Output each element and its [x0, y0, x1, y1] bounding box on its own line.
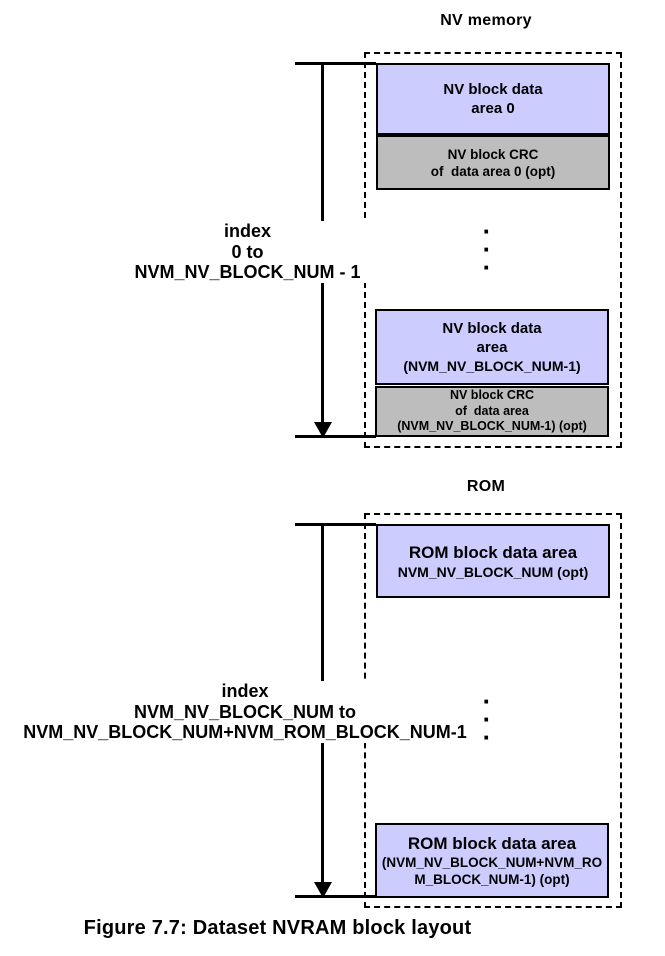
nv-block-crc-0-label: NV block CRC of data area 0 (opt): [430, 146, 556, 179]
nv-block-crc-last-label: NV block CRC of data area (NVM_NV_BLOCK_…: [397, 388, 587, 434]
nv-memory-title: NV memory: [440, 12, 532, 29]
rom-block-data-area-first: ROM block data area NVM_NV_BLOCK_NUM (op…: [376, 524, 610, 598]
rom-block-data-area-last: ROM block data area (NVM_NV_BLOCK_NUM+NV…: [375, 823, 609, 898]
nv-block-crc-0: NV block CRC of data area 0 (opt): [376, 137, 610, 190]
nv-arrow-head: [314, 422, 332, 438]
nv-ellipsis: · · ·: [482, 216, 492, 282]
nv-block-data-area-0: NV block data area 0: [376, 63, 610, 137]
nv-arrow-top-line: [295, 62, 376, 65]
rom-arrow-bottom-line: [295, 895, 376, 898]
nv-block-crc-last: NV block CRC of data area (NVM_NV_BLOCK_…: [375, 386, 609, 437]
figure-caption: Figure 7.7: Dataset NVRAM block layout: [83, 917, 472, 939]
rom-block-data-area-last-sublabel: (NVM_NV_BLOCK_NUM+NVM_RO M_BLOCK_NUM-1) …: [381, 855, 603, 887]
rom-index-range-label: index NVM_NV_BLOCK_NUM to NVM_NV_BLOCK_N…: [10, 681, 480, 743]
rom-ellipsis: · · ·: [482, 686, 492, 752]
rom-block-data-area-first-sublabel: NVM_NV_BLOCK_NUM (opt): [397, 563, 589, 580]
rom-arrow-head: [314, 882, 332, 898]
nv-block-data-area-last-sublabel: (NVM_NV_BLOCK_NUM-1): [403, 358, 581, 374]
rom-block-data-area-last-label: ROM block data area: [407, 834, 577, 853]
nv-arrow-bottom-line: [295, 435, 376, 438]
nv-block-data-area-last: NV block data area (NVM_NV_BLOCK_NUM-1): [375, 309, 609, 385]
nv-block-data-area-0-label: NV block data area 0: [443, 81, 543, 117]
nv-block-data-area-last-label: NV block data area: [442, 320, 542, 356]
rom-arrow-top-line: [295, 523, 376, 526]
rom-block-data-area-first-label: ROM block data area: [408, 542, 578, 562]
rom-title: ROM: [466, 478, 506, 495]
nv-index-range-label: index 0 to NVM_NV_BLOCK_NUM - 1: [95, 221, 400, 283]
